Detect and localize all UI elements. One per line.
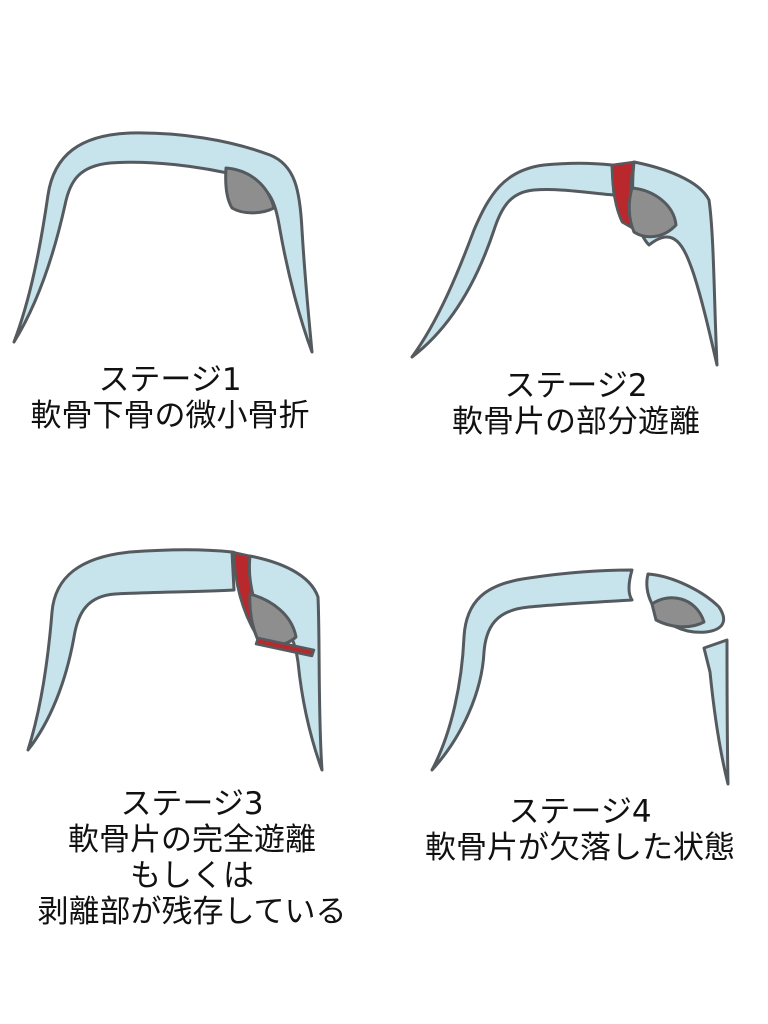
stage-4-description: 軟骨片が欠落した状態 [425, 830, 735, 866]
stage-4-cartilage-right [702, 638, 730, 786]
stage-3-description-line-2: もしくは [130, 858, 254, 894]
stage-2-description: 軟骨片の部分遊離 [452, 404, 700, 440]
stage-1-cartilage [12, 131, 314, 354]
stage-1-description: 軟骨下骨の微小骨折 [30, 398, 310, 434]
stage-3-caption: ステージ3 軟骨片の完全遊離 もしくは 剥離部が残存している [0, 786, 384, 930]
stage-4-cartilage-left [430, 568, 634, 772]
stage-4-bone-lesion [650, 596, 706, 629]
stage-2-caption: ステージ2 軟骨片の部分遊離 [430, 368, 722, 440]
stage-3-title: ステージ3 [120, 786, 264, 822]
stage-4-caption: ステージ4 軟骨片が欠落した状態 [390, 794, 768, 866]
stage-3-cartilage-left [26, 548, 236, 752]
stage-3-fragment [247, 554, 324, 772]
stage-3-description-line-1: 軟骨片の完全遊離 [68, 822, 316, 858]
stage-2-title: ステージ2 [504, 368, 648, 404]
stage-3-illustration [26, 548, 324, 772]
stage-1-panel: ステージ1 軟骨下骨の微小骨折 [0, 0, 384, 512]
stage-4-panel: ステージ4 軟骨片が欠落した状態 [384, 512, 768, 1024]
stage-4-title: ステージ4 [508, 794, 652, 830]
stage-3-panel: ステージ3 軟骨片の完全遊離 もしくは 剥離部が残存している [0, 512, 384, 1024]
stage-1-bone-lesion [224, 166, 276, 215]
stage-2-panel: ステージ2 軟骨片の部分遊離 [384, 0, 768, 512]
stage-2-cartilage-left [410, 161, 616, 359]
stage-3-description-line-3: 剥離部が残存している [37, 894, 347, 930]
stage-1-illustration [12, 131, 314, 354]
stage-1-caption: ステージ1 軟骨下骨の微小骨折 [0, 362, 340, 434]
stage-2-bone-lesion [627, 186, 678, 239]
stage-2-illustration [410, 160, 719, 367]
stage-4-illustration [430, 568, 730, 786]
stage-1-title: ステージ1 [98, 362, 242, 398]
stage-3-separation-line [254, 636, 316, 658]
